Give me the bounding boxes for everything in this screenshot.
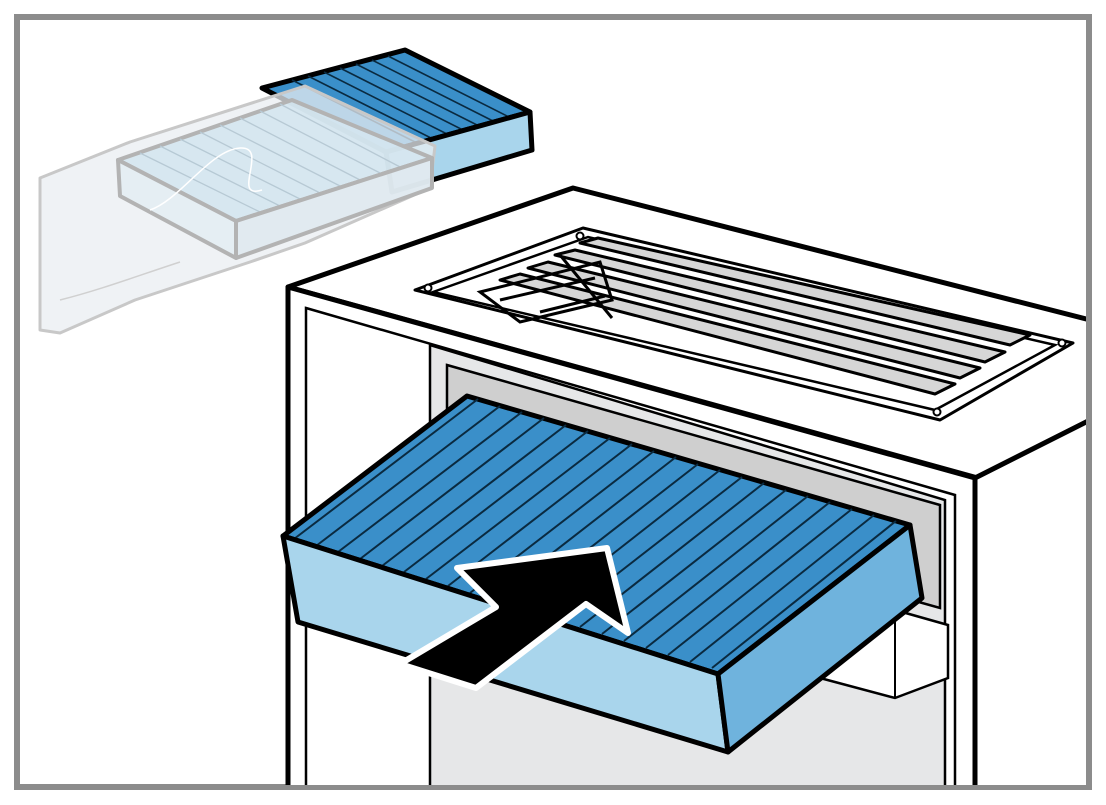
vent-grille-icon xyxy=(413,226,1075,422)
insert-arrow-icon xyxy=(397,545,631,691)
plastic-bag-icon xyxy=(38,84,437,335)
filter-in-bag xyxy=(38,47,535,335)
